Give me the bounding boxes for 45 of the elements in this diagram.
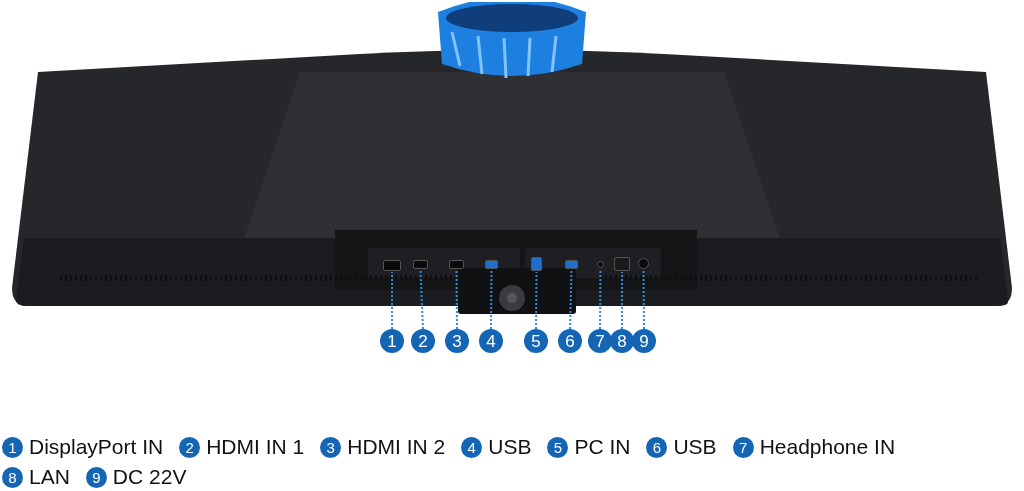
callout-number: 1 [380,329,404,353]
callout-number: 2 [179,436,201,458]
leader-line [642,269,645,330]
port-name: HDMI IN 2 [347,434,446,460]
callout-number: 3 [320,436,342,458]
port [485,260,498,269]
port-name: HDMI IN 1 [206,434,305,460]
callout-number: 3 [445,329,469,353]
callout-number: 8 [610,329,634,353]
callout-number: 7 [732,436,754,458]
port [614,257,630,271]
callout-number: 2 [411,329,435,353]
port-name: PC IN [574,434,631,460]
port [531,257,542,271]
callout-number: 9 [85,466,107,488]
leader-line [490,269,493,330]
callout-number: 9 [632,329,656,353]
port-name: Headphone IN [759,434,896,460]
leader-line [419,269,424,330]
leader-line [455,269,458,330]
jack [597,261,604,268]
leader-line [391,271,393,330]
port-name: DisplayPort IN [29,434,164,460]
leader-line [621,271,623,330]
port-name: USB [488,434,532,460]
jack [638,258,649,269]
port-name: DC 22V [112,464,187,490]
callout-number: 5 [524,329,548,353]
callout-number: 4 [479,329,503,353]
port-name: USB [673,434,717,460]
callout-number: 8 [2,466,23,488]
callout-number: 5 [547,436,569,458]
leader-line [569,269,573,330]
callout-number: 6 [558,329,582,353]
callout-number: 6 [646,436,668,458]
port-name: LAN [29,464,70,490]
port [383,260,401,271]
port [413,260,428,269]
leader-line [599,268,602,330]
leader-line [535,271,538,330]
callout-number: 4 [461,436,483,458]
port [565,260,578,269]
port [449,260,464,269]
callout-number: 7 [588,329,612,353]
callout-number: 1 [2,436,23,458]
